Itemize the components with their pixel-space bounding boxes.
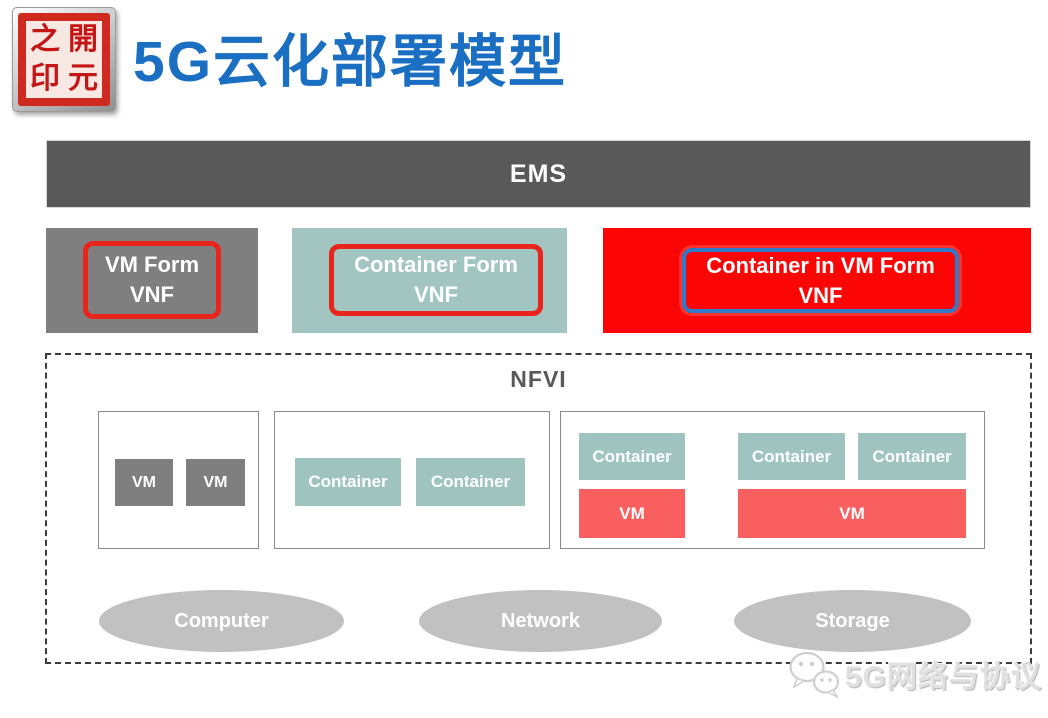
- host-vm-form: VM VM: [98, 411, 259, 549]
- resource-ellipse-computer: Computer: [99, 590, 344, 652]
- seal-char-3: 印: [30, 61, 60, 95]
- vnf-box-container-form: Container Form VNF: [292, 228, 567, 333]
- seal-characters: 之 開 印 元: [26, 21, 102, 98]
- vnf-box-vm-form: VM Form VNF: [46, 228, 258, 333]
- vnf-label-line2: VNF: [130, 282, 174, 307]
- vnf-label-line2: VNF: [798, 282, 843, 308]
- seal-char-1: 之: [30, 23, 60, 57]
- vnf-box-container-in-vm-form-inner: Container in VM Form VNF: [682, 248, 959, 313]
- watermark-text: 5G网络与协议: [844, 661, 1042, 694]
- vm-block: VM: [738, 489, 966, 538]
- container-block: Container: [579, 433, 685, 480]
- wechat-icon: [789, 651, 840, 699]
- vnf-label-line1: Container Form: [354, 252, 518, 278]
- resource-ellipse-storage: Storage: [734, 590, 971, 652]
- kaiyuan-seal-logo: 之 開 印 元: [12, 7, 116, 112]
- vnf-box-vm-form-inner: VM Form VNF: [83, 241, 221, 319]
- host-container-in-vm-form: Container Container Container VM VM: [560, 411, 985, 549]
- vnf-box-container-form-inner: Container Form VNF: [329, 244, 543, 316]
- vm-block: VM: [186, 459, 245, 506]
- page-title: 5G云化部署模型: [133, 30, 568, 94]
- container-block: Container: [738, 433, 845, 480]
- seal-char-2: 開: [68, 23, 98, 57]
- vnf-label-line1: VM Form: [104, 252, 200, 278]
- vnf-label-line1: Container in VM Form: [706, 252, 935, 278]
- nfvi-container: NFVI VM VM Container Container Container…: [45, 353, 1032, 664]
- ems-label: EMS: [509, 159, 568, 188]
- ems-bar: EMS: [46, 140, 1031, 208]
- vm-block: VM: [115, 459, 173, 506]
- seal-char-4: 元: [68, 61, 98, 95]
- vnf-box-container-in-vm-form: Container in VM Form VNF: [603, 228, 1031, 333]
- container-block: Container: [416, 458, 525, 506]
- host-container-form: Container Container: [274, 411, 550, 549]
- vm-block: VM: [579, 489, 685, 538]
- seal-frame: 之 開 印 元: [18, 13, 110, 106]
- resource-ellipse-network: Network: [419, 590, 662, 652]
- nfvi-label: NFVI: [510, 366, 567, 392]
- container-block: Container: [295, 458, 401, 506]
- vnf-label-line2: VNF: [414, 282, 458, 307]
- watermark: 5G网络与协议: [785, 648, 1042, 700]
- container-block: Container: [858, 433, 966, 480]
